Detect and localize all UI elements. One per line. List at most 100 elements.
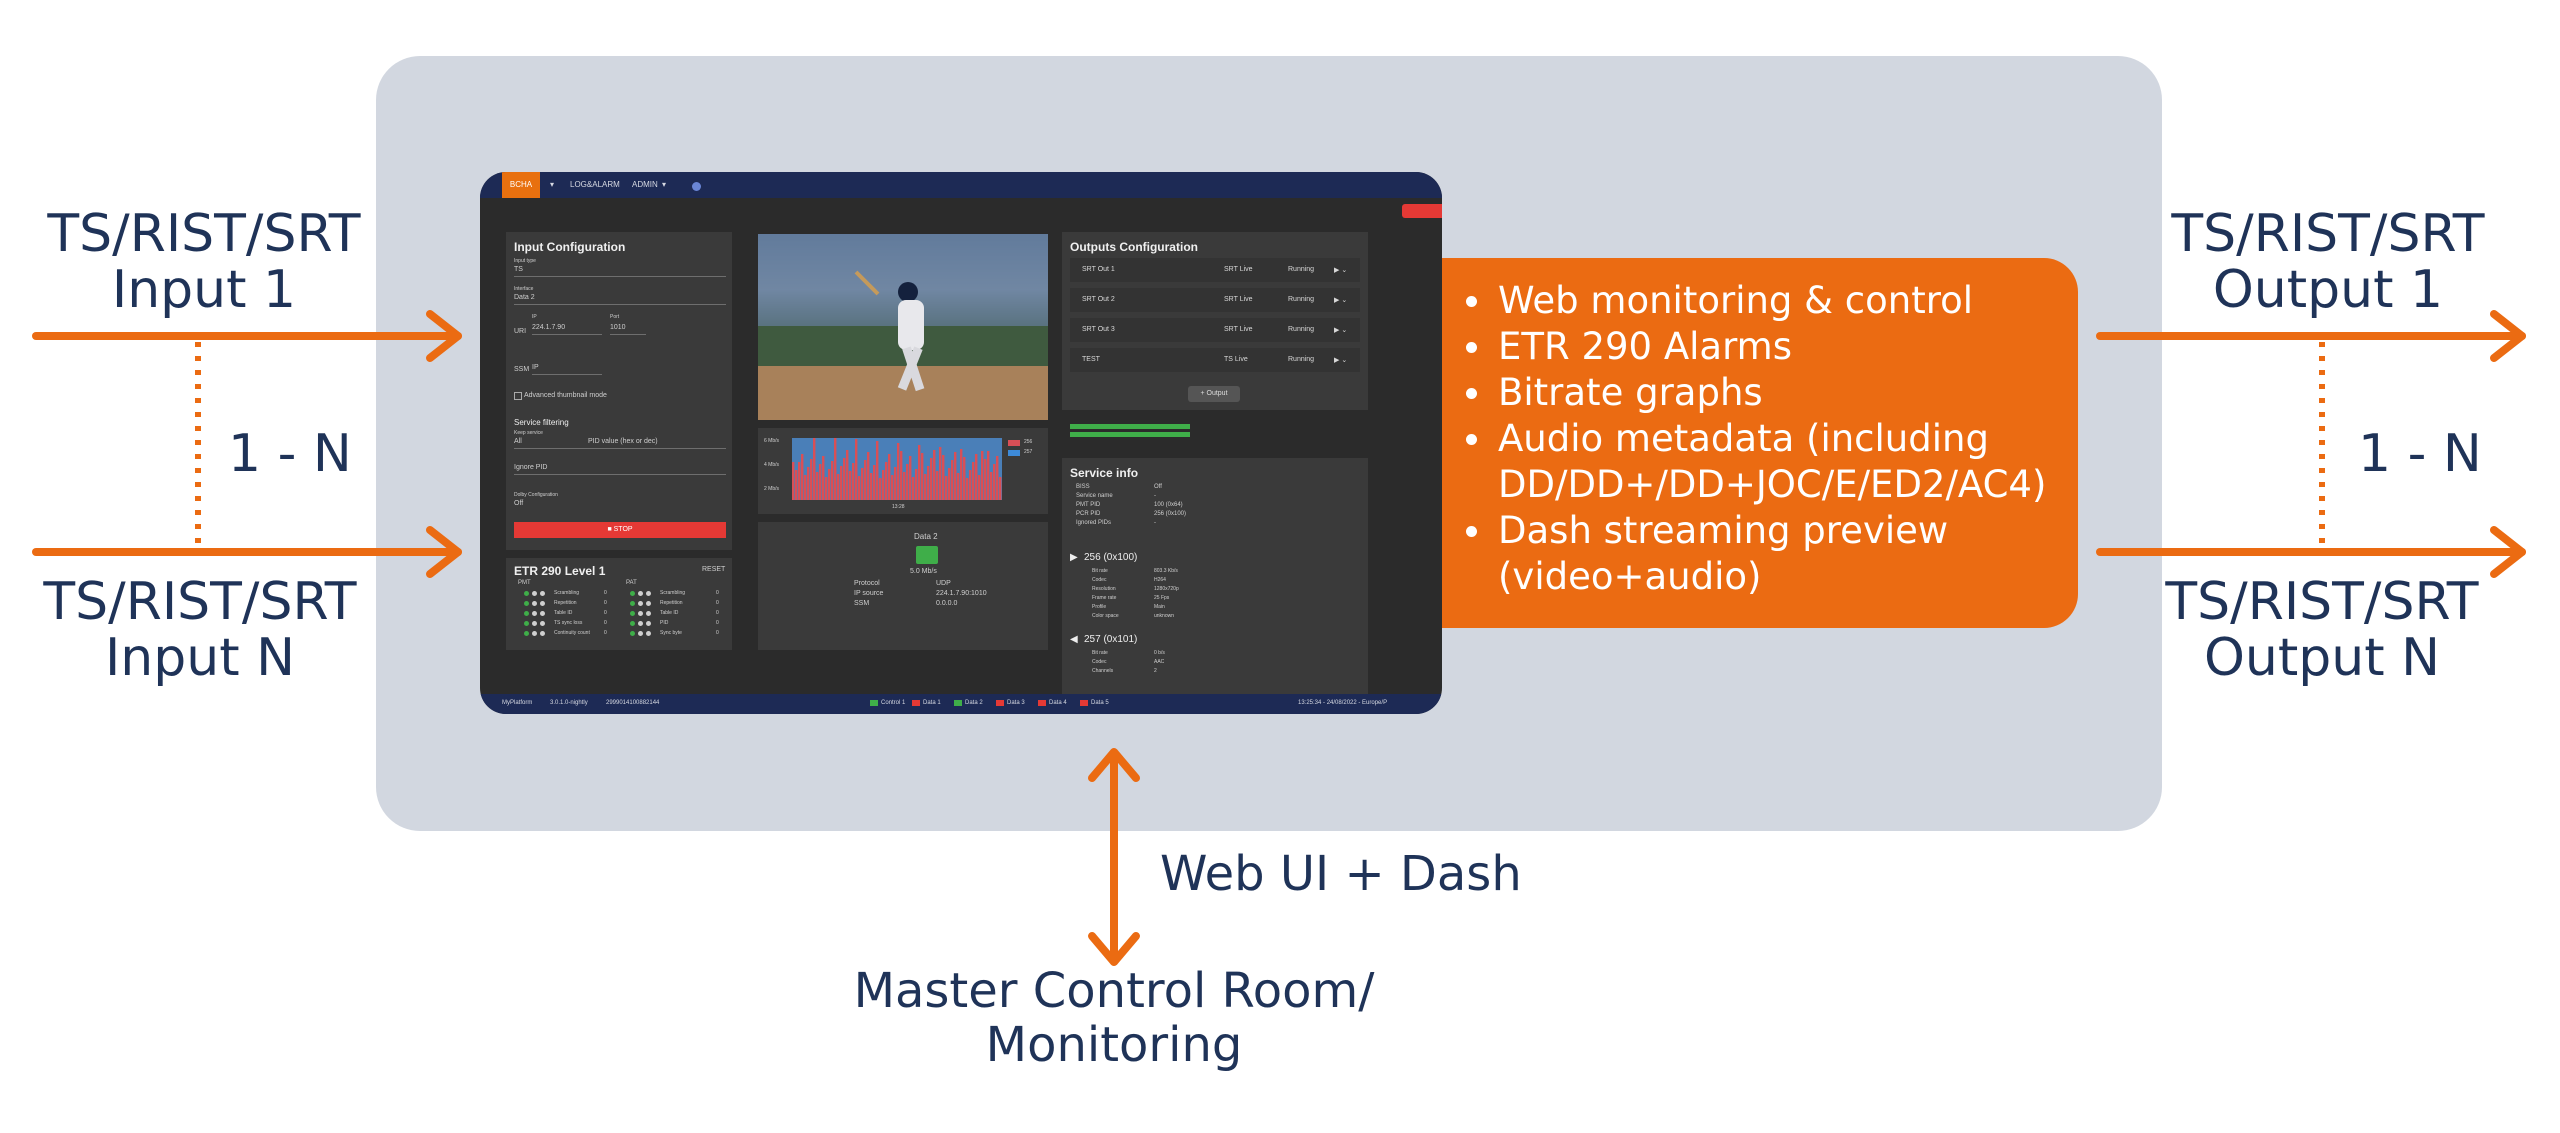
status-dot	[630, 631, 635, 636]
destination-line-2: Monitoring	[985, 1017, 1243, 1073]
etr290-row-count: 0	[604, 620, 607, 626]
ip-input[interactable]: 224.1.7.90	[532, 324, 566, 331]
etr290-pmt-header: PMT	[518, 580, 531, 586]
graph-bar-256	[840, 466, 843, 500]
status-dot	[532, 591, 537, 596]
ip-source-label: IP source	[854, 590, 884, 597]
graph-bar-256	[831, 461, 834, 500]
web-ui-double-arrow	[1088, 748, 1140, 966]
output-range-label: 1 - N	[2358, 424, 2482, 484]
alert-button[interactable]	[1402, 204, 1442, 218]
video-field-key: Codec	[1092, 577, 1107, 583]
video-field-key: Resolution	[1092, 586, 1116, 592]
feature-item: Bitrate graphs	[1460, 370, 2070, 416]
output-play-icon[interactable]: ▶ ⌄	[1334, 297, 1348, 304]
keep-service-select[interactable]: All	[514, 438, 522, 445]
status-dot	[630, 591, 635, 596]
graph-bar-256	[996, 456, 999, 500]
service-field-key: Ignored PIDs	[1076, 520, 1112, 526]
input-range-label: 1 - N	[228, 424, 352, 484]
video-field-value: 803.3 Kb/s	[1154, 568, 1178, 574]
platform-version: 3.0.1.0-nightly	[550, 700, 588, 706]
graph-bar-256	[960, 449, 963, 500]
speaker-icon: ◀	[1070, 634, 1078, 645]
etr290-reset-button[interactable]: RESET	[702, 566, 726, 573]
output-row[interactable]: TEST TS Live Running ▶ ⌄	[1070, 348, 1360, 372]
output-name: TEST	[1082, 356, 1100, 363]
output-play-icon[interactable]: ▶ ⌄	[1334, 357, 1348, 364]
graph-bar-256	[876, 441, 879, 500]
app-screenshot: BCHA ▾ LOG&ALARM ADMIN ▾ Input Configura…	[480, 172, 1442, 714]
graph-bar-256	[942, 455, 945, 500]
interface-select[interactable]: Data 2	[514, 294, 535, 301]
stop-square-icon: ■	[607, 526, 614, 533]
etr290-row-label: Continuity count	[554, 630, 590, 636]
output-row[interactable]: SRT Out 2 SRT Live Running ▶ ⌄	[1070, 288, 1360, 312]
graph-bar-256	[849, 471, 852, 500]
interface-status-icon	[1038, 700, 1046, 706]
ssm-input[interactable]: IP	[532, 364, 539, 371]
video-thumbnail[interactable]	[758, 234, 1048, 420]
ignore-pid-input[interactable]: Ignore PID	[514, 464, 548, 471]
dolby-value[interactable]: Off	[514, 500, 524, 507]
output-play-icon[interactable]: ▶ ⌄	[1334, 327, 1348, 334]
add-output-button[interactable]: + Output	[1188, 386, 1240, 402]
graph-bar-256	[948, 468, 951, 500]
info-icon[interactable]	[692, 182, 701, 191]
interface-status-label: Data 5	[1091, 700, 1109, 706]
status-dot	[540, 621, 545, 626]
graph-bar-256	[927, 466, 930, 500]
output-row[interactable]: SRT Out 1 SRT Live Running ▶ ⌄	[1070, 258, 1360, 282]
graph-bar-256	[972, 462, 975, 500]
input-n-arrow	[32, 526, 462, 578]
input-n-protocols: TS/RIST/SRT	[43, 572, 357, 632]
status-dot	[532, 611, 537, 616]
graph-bar-256	[990, 472, 993, 500]
graph-bar-256	[957, 473, 960, 500]
video-field-key: Profile	[1092, 604, 1107, 610]
audio-field-value: 2	[1154, 668, 1157, 674]
graph-bar-256	[855, 439, 858, 500]
interface-status-icon	[1080, 700, 1088, 706]
status-dot	[630, 621, 635, 626]
pid-input[interactable]: PID value (hex or dec)	[588, 438, 658, 445]
graph-bar-256	[966, 478, 969, 500]
interface-label: Interface	[514, 286, 534, 292]
graph-bar-256	[870, 473, 873, 500]
nav-dropdown-icon[interactable]: ▾	[550, 180, 555, 189]
video-stream-icon: ▶	[1070, 552, 1078, 563]
graph-bar-256	[945, 476, 948, 500]
output-n-name: Output N	[2203, 628, 2441, 688]
output-play-icon[interactable]: ▶ ⌄	[1334, 267, 1348, 274]
etr290-row-label: Scrambling	[554, 590, 580, 596]
input-config-title: Input Configuration	[514, 240, 626, 254]
nav-log-alarm[interactable]: LOG&ALARM	[570, 180, 620, 189]
nav-admin-chevron-icon[interactable]: ▾	[662, 180, 667, 189]
graph-bar-256	[915, 469, 918, 500]
output-1-arrow	[2096, 310, 2526, 362]
graph-bar-256	[882, 470, 885, 500]
interface-status-icon	[912, 700, 920, 706]
stop-button[interactable]: ■ STOP	[514, 522, 726, 538]
port-label: Port	[610, 314, 620, 320]
output-row[interactable]: SRT Out 3 SRT Live Running ▶ ⌄	[1070, 318, 1360, 342]
service-field-value: 256 (0x100)	[1154, 511, 1187, 517]
input-1-arrow	[32, 310, 462, 362]
etr290-row-count: 0	[604, 600, 607, 606]
interface-status-label: Data 3	[1007, 700, 1025, 706]
input-type-select[interactable]: TS	[514, 266, 523, 273]
graph-bar-256	[852, 463, 855, 500]
output-1-label: TS/RIST/SRT Output 1	[2138, 206, 2518, 318]
nav-admin[interactable]: ADMIN	[632, 180, 658, 189]
interface-rate: 5.0 Mb/s	[910, 568, 937, 575]
output-status: Running	[1288, 266, 1315, 273]
output-status: Running	[1288, 356, 1315, 363]
graph-bar-256	[939, 447, 942, 500]
input-1-label: TS/RIST/SRT Input 1	[14, 206, 394, 318]
port-input[interactable]: 1010	[610, 324, 626, 331]
nav-brand-tab[interactable]: BCHA	[502, 172, 540, 198]
output-n-label: TS/RIST/SRT Output N	[2132, 574, 2512, 686]
ethernet-port-icon	[916, 546, 938, 564]
legend-swatch-257	[1008, 450, 1020, 456]
thumbnail-checkbox[interactable]	[514, 392, 522, 400]
